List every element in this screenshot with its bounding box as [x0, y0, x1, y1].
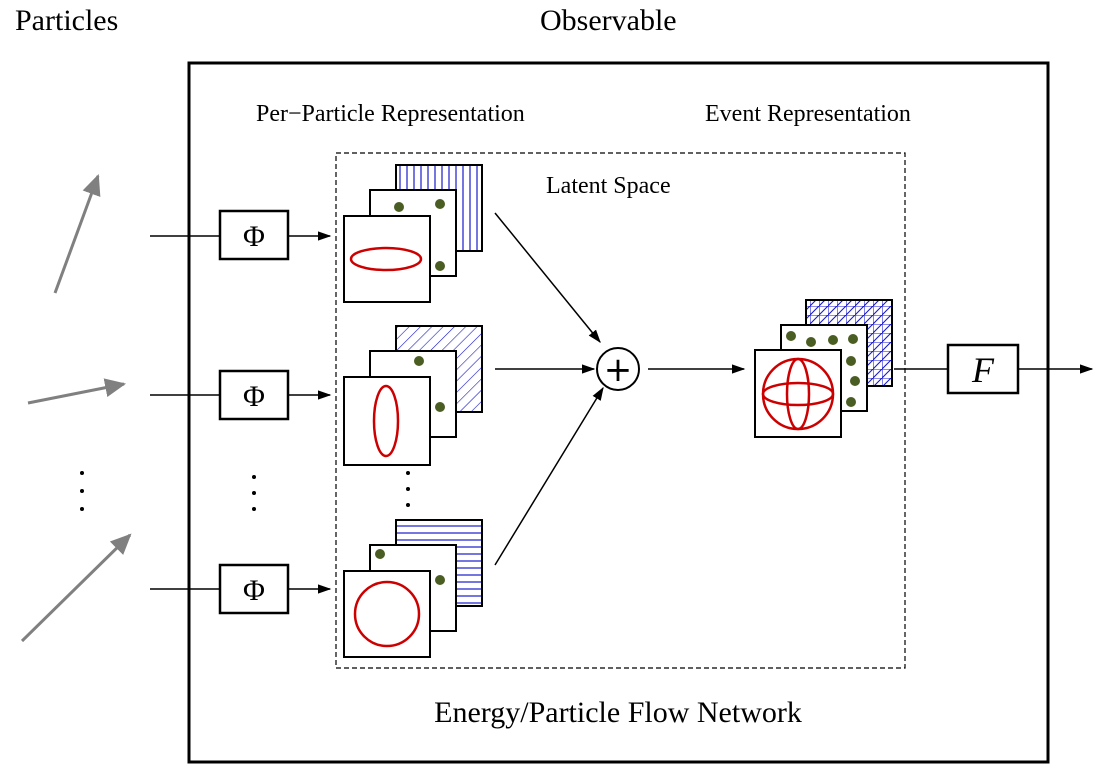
phi-box-2 — [218, 369, 290, 421]
particles-label: Particles — [15, 4, 118, 37]
phi-row-1: Φ — [150, 209, 332, 261]
particle-arrow-3 — [20, 533, 132, 643]
particle-arrow-2 — [27, 378, 127, 405]
particle-arrow-1 — [53, 174, 101, 294]
sum-symbol: + — [604, 350, 633, 390]
particles-ellipsis — [80, 471, 84, 511]
phi-symbol-1: Φ — [243, 220, 265, 253]
observable-label: Observable — [540, 4, 677, 37]
per-particle-label: Per−Particle Representation — [256, 101, 525, 127]
event-stack — [754, 299, 893, 438]
latent-stack-2 — [343, 325, 483, 466]
F-symbol: F — [971, 350, 995, 390]
latent-stack-3 — [343, 519, 483, 658]
phi-box-1 — [218, 209, 290, 261]
latent-stack-1 — [343, 164, 483, 303]
phi-row-2: Φ — [150, 369, 332, 421]
event-label: Event Representation — [705, 101, 911, 127]
latent-space-label: Latent Space — [546, 173, 671, 199]
latent-space-box — [335, 152, 906, 669]
sum-node — [596, 347, 640, 391]
phi-row-3: Φ — [150, 563, 332, 615]
F-box — [946, 343, 1020, 395]
latent-ellipsis — [406, 471, 410, 507]
network-label: Energy/Particle Flow Network — [434, 696, 802, 729]
arrow-to-sum-3 — [494, 386, 604, 566]
arrow-to-sum-1 — [494, 212, 601, 344]
phi-symbol-2: Φ — [243, 380, 265, 413]
phi-ellipsis — [252, 475, 256, 511]
network-box — [187, 61, 1050, 764]
phi-symbol-3: Φ — [243, 574, 265, 607]
